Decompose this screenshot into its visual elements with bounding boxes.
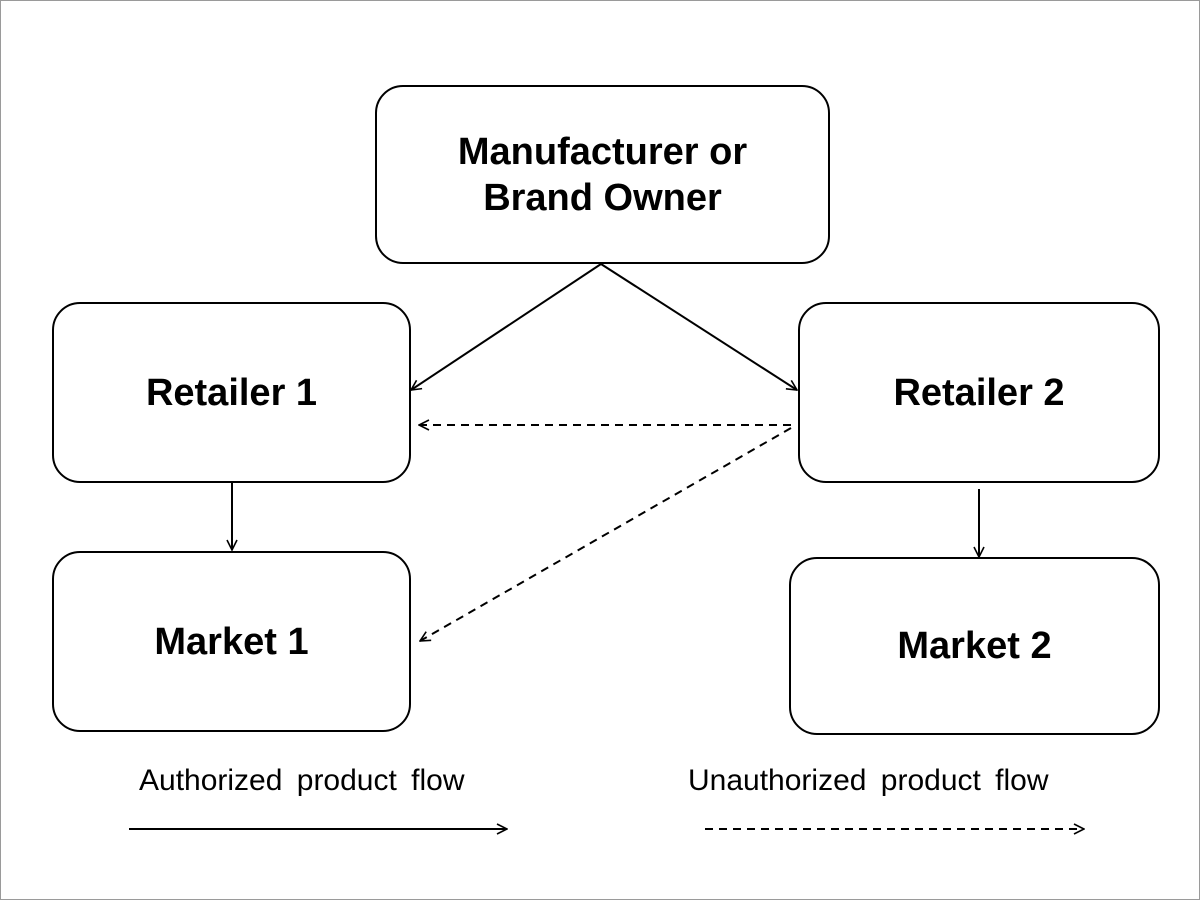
node-retailer-2-label: Retailer 2 <box>893 371 1065 414</box>
edge-manufacturer-to-retailer2 <box>600 263 797 390</box>
edge-retailer2-to-market1 <box>420 427 792 641</box>
node-retailer-1: Retailer 1 <box>52 302 411 483</box>
edge-manufacturer-to-retailer1 <box>411 263 602 390</box>
node-market-2: Market 2 <box>789 557 1160 735</box>
legend-unauthorized-label: Unauthorized product flow <box>688 764 1049 797</box>
node-manufacturer: Manufacturer or Brand Owner <box>375 85 830 264</box>
node-retailer-1-label: Retailer 1 <box>145 371 318 414</box>
node-manufacturer-line1: Manufacturer or <box>457 130 748 173</box>
node-market-1: Market 1 <box>52 551 411 732</box>
node-manufacturer-line2: Brand Owner <box>483 176 722 219</box>
node-retailer-2: Retailer 2 <box>798 302 1160 483</box>
node-market-2-label: Market 2 <box>897 625 1052 667</box>
node-market-1-label: Market 1 <box>154 620 309 663</box>
legend-authorized-label: Authorized product flow <box>139 764 465 797</box>
